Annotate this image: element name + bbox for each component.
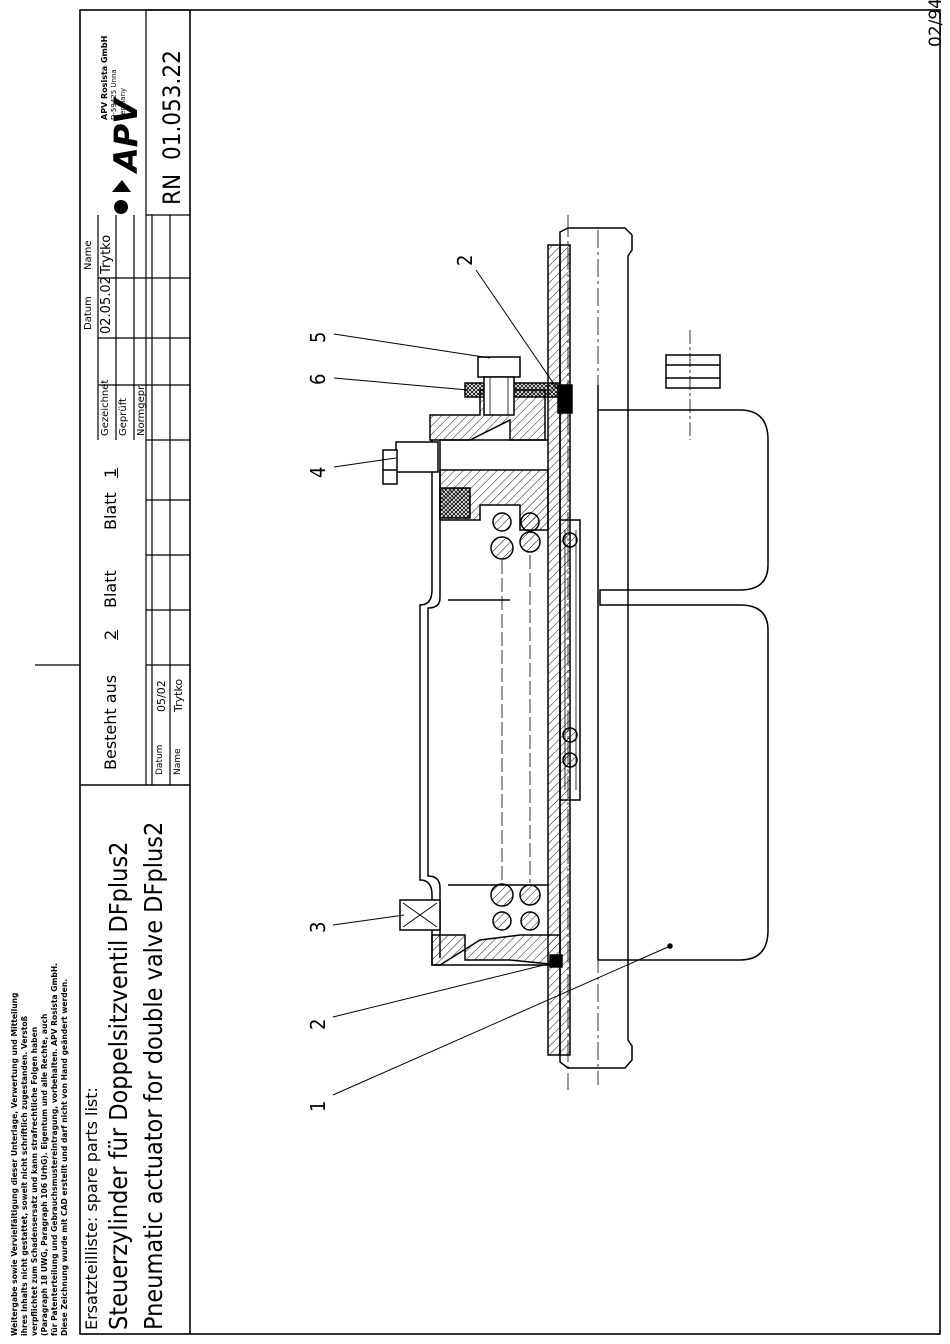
air-fitting-4 bbox=[395, 441, 439, 473]
sheets-blatt-label-2: Blatt bbox=[101, 492, 120, 530]
spring-coils bbox=[490, 512, 578, 931]
revision-datum-label: Datum bbox=[155, 744, 165, 775]
legal-notice-line: für Patenterteilung und Gebrauchsmustere… bbox=[50, 962, 59, 1336]
company-address: D-59425 Unna bbox=[110, 69, 118, 120]
callout-1: 1 bbox=[306, 1100, 330, 1112]
rn-number: 01.053.22 bbox=[158, 50, 186, 160]
screw-5 bbox=[477, 356, 521, 378]
title-block-grid bbox=[35, 9, 941, 1335]
company-country: Germany bbox=[119, 87, 127, 120]
revision-name-label: Name bbox=[173, 748, 183, 775]
revision-name-value: Trytko bbox=[172, 678, 185, 712]
rn-label: RN bbox=[158, 173, 186, 205]
gezeichnet-label: Gezeichnet bbox=[100, 379, 111, 436]
sheets-blatt-label: Blatt bbox=[101, 570, 120, 608]
piston-rod-section bbox=[547, 244, 571, 1056]
lower-cover bbox=[431, 934, 561, 966]
company-name: APV Rosista GmbH bbox=[100, 35, 109, 120]
legal-notice-line: (Paragraph 18 UWG, Paragraph 106 UrhG). … bbox=[40, 1013, 49, 1336]
geprueft-label: Geprüft bbox=[118, 398, 129, 436]
sheets-total: 2 bbox=[101, 629, 120, 640]
legal-notice-line: Diese Zeichnung wurde mit CAD erstellt u… bbox=[60, 978, 69, 1336]
title-english: Pneumatic actuator for double valve DFpl… bbox=[139, 821, 168, 1330]
drawing-frame bbox=[79, 9, 941, 1335]
title-german: Steuerzylinder für Doppelsitzventil DFpl… bbox=[104, 841, 133, 1330]
issue-code: 02/94 bbox=[926, 0, 946, 47]
approval-col-name: Name bbox=[83, 240, 94, 270]
legal-notice-line: ihres Inhalts nicht gestattet, soweit ni… bbox=[20, 1015, 29, 1336]
housing-nut bbox=[665, 354, 721, 389]
callout-6: 6 bbox=[306, 373, 330, 385]
cylinder-wall bbox=[419, 440, 560, 966]
callout-5: 5 bbox=[306, 331, 330, 343]
callout-4: 4 bbox=[306, 466, 330, 478]
revision-datum-value: 05/02 bbox=[155, 680, 168, 712]
company-logo-mark bbox=[112, 180, 131, 214]
actuator-assembly bbox=[332, 215, 769, 1096]
gezeichnet-datum: 02.05.02 bbox=[99, 276, 114, 334]
callout-2-lower: 2 bbox=[306, 1018, 330, 1030]
callout-leaders bbox=[332, 269, 669, 1096]
valve-shaft bbox=[559, 227, 633, 1069]
piston-seal bbox=[439, 487, 471, 519]
gezeichnet-name: Trytko bbox=[99, 234, 114, 274]
callout-3: 3 bbox=[306, 921, 330, 933]
sheets-prefix: Besteht aus bbox=[101, 674, 120, 770]
normgepr-label: Normgepr. bbox=[136, 383, 147, 437]
callout-2-upper: 2 bbox=[453, 254, 477, 266]
sheets-current: 1 bbox=[101, 467, 120, 478]
parts-list-title: Ersatzteilliste: spare parts list: bbox=[82, 1087, 101, 1330]
legal-notice-line: Weitergabe sowie Vervielfältigung dieser… bbox=[10, 992, 19, 1336]
legal-notice-line: verpflichtet zum Schadensersatz und kann… bbox=[30, 1026, 39, 1336]
approval-col-datum: Datum bbox=[83, 296, 94, 330]
valve-housing bbox=[597, 385, 769, 961]
